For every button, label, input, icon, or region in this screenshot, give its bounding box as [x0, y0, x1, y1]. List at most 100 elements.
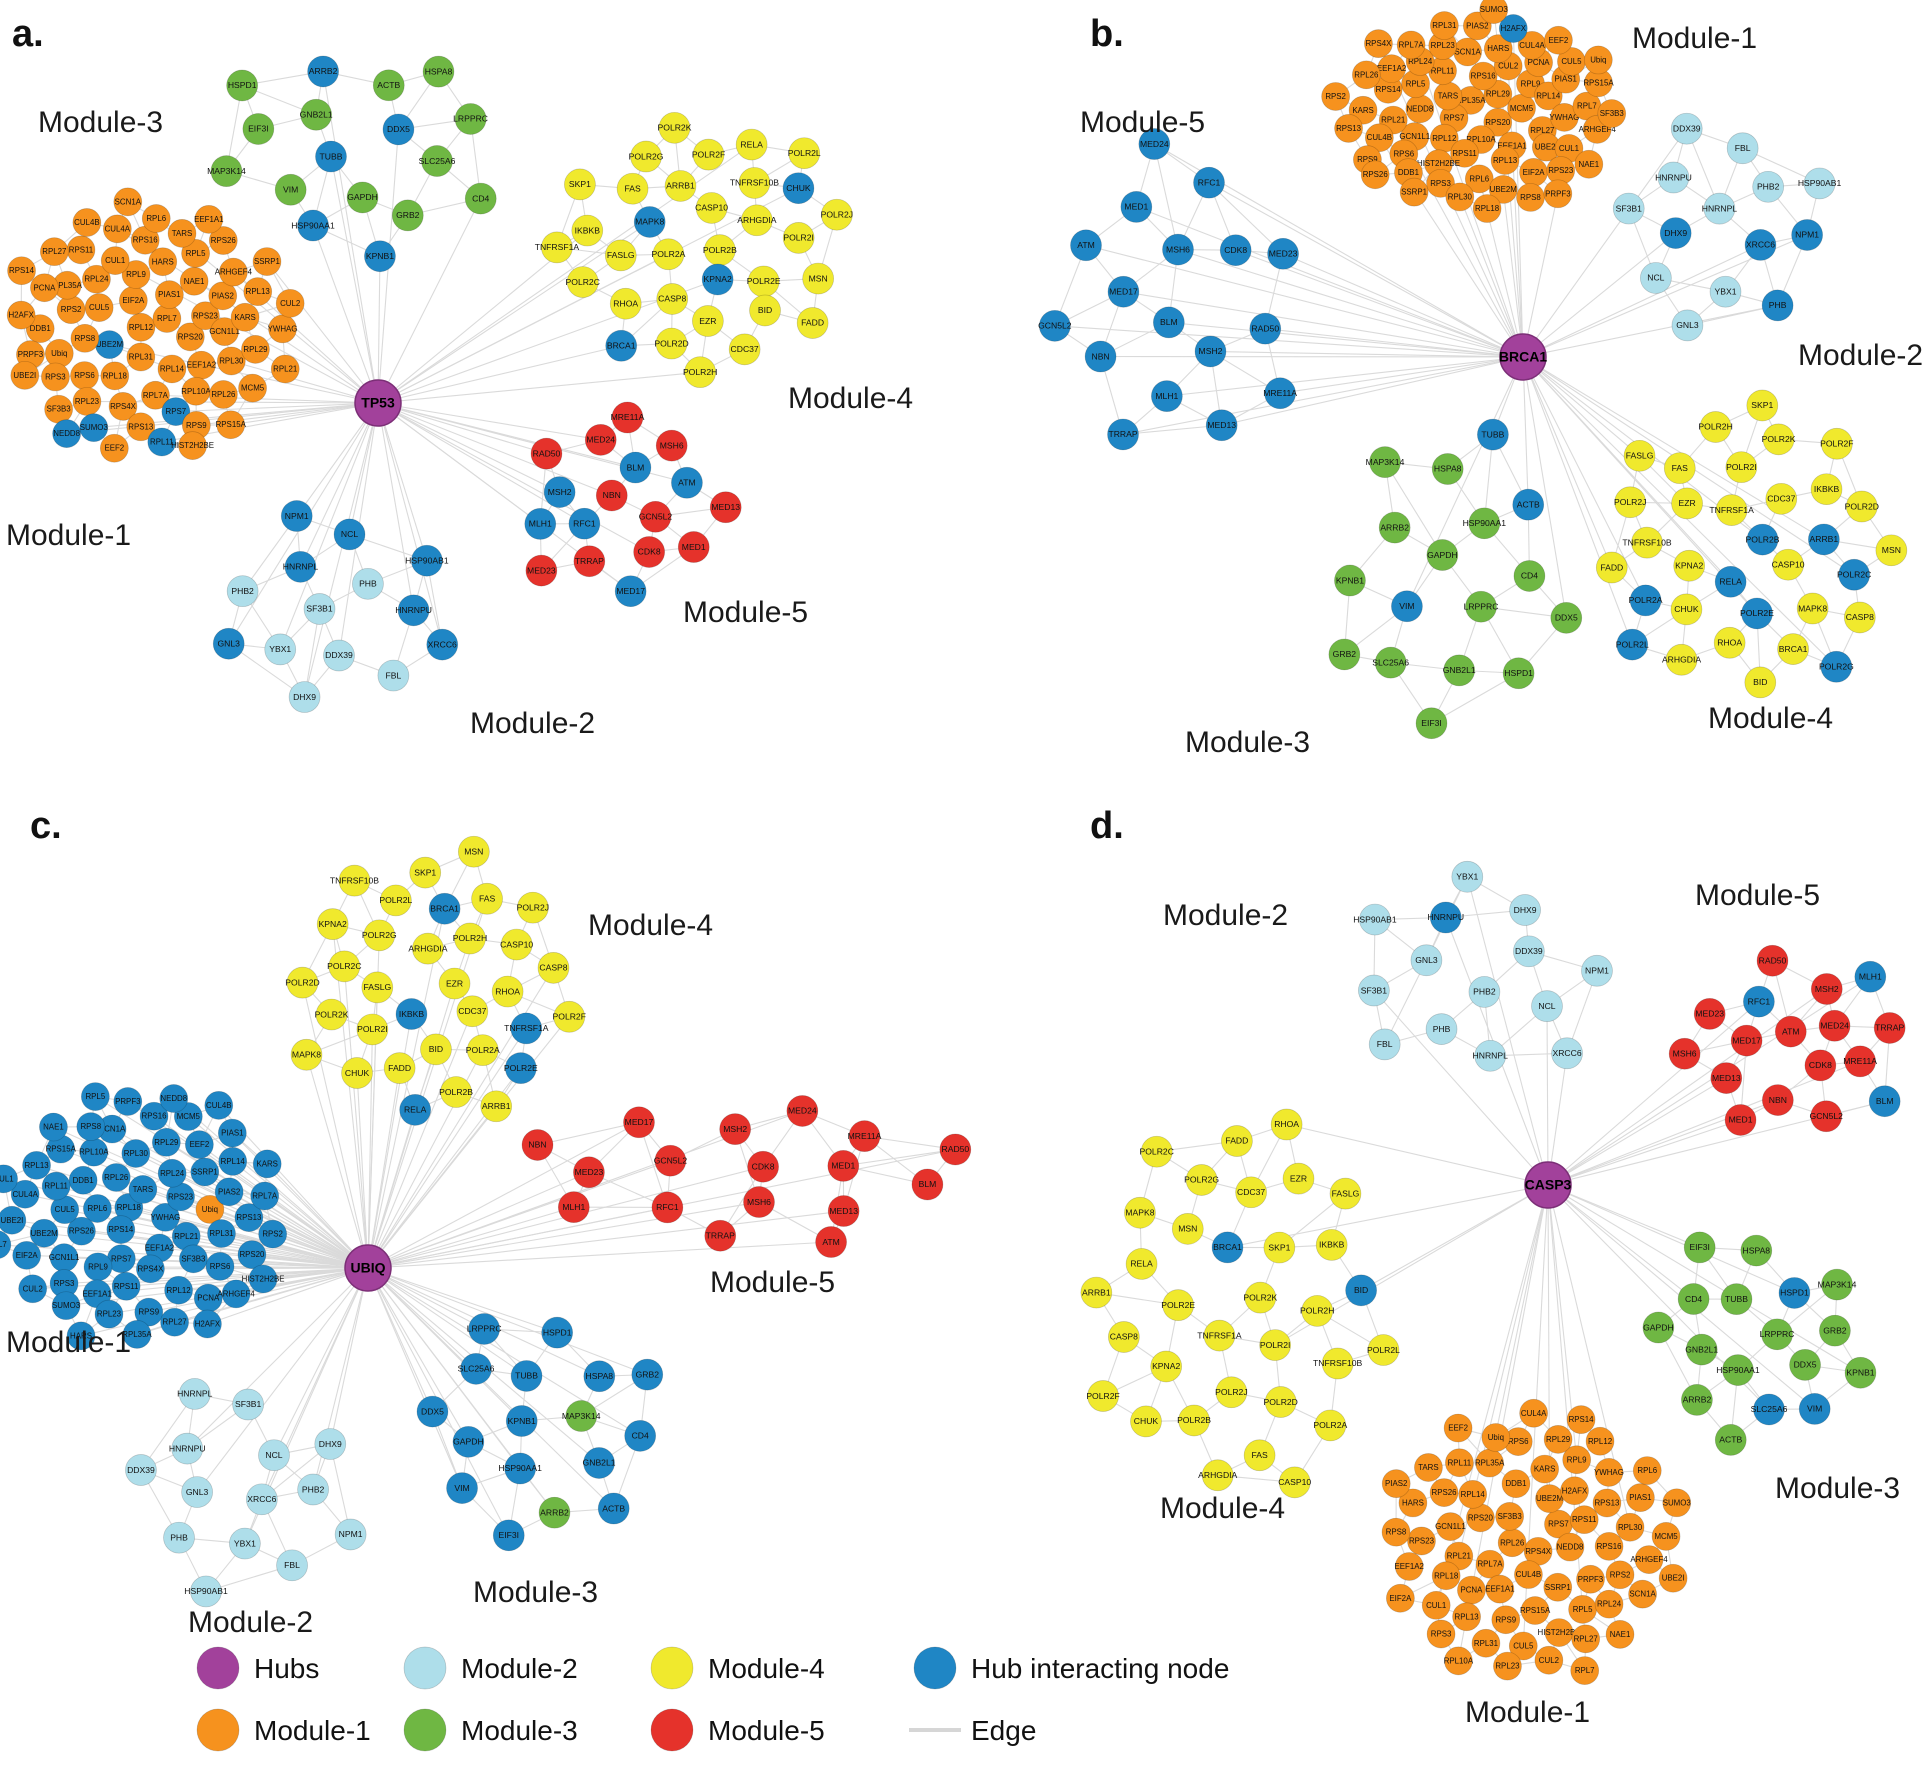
gene-node — [338, 864, 371, 897]
gene-node — [1544, 1618, 1574, 1647]
hub-edge — [114, 260, 379, 404]
gene-node — [1819, 1314, 1851, 1347]
gene-node — [1756, 944, 1789, 977]
gene-node — [446, 1472, 478, 1504]
hub-edge — [175, 402, 379, 413]
hub-edge — [207, 1267, 369, 1325]
gene-node — [1414, 1453, 1443, 1482]
gene-node — [258, 1439, 290, 1472]
gene-node — [126, 312, 156, 342]
gene-node — [1270, 1108, 1303, 1141]
gene-node — [1360, 160, 1390, 190]
gene-node — [504, 1052, 537, 1084]
gene-node — [1193, 166, 1225, 199]
gene-node — [624, 1420, 657, 1452]
hub-edge — [367, 1267, 641, 1437]
gene-node — [796, 307, 829, 339]
hub-edge — [1522, 304, 1778, 358]
gene-node — [633, 536, 666, 568]
gene-node — [1359, 903, 1391, 936]
gene-node — [22, 1150, 51, 1180]
gene-node — [1868, 1085, 1901, 1118]
gene-node — [1211, 1231, 1244, 1264]
gene-node — [1671, 487, 1703, 520]
legend-swatch-m3 — [403, 1708, 447, 1752]
gene-node — [614, 575, 647, 608]
panel-letter-b: b. — [1090, 13, 1124, 55]
gene-node — [70, 323, 100, 353]
gene-node — [704, 234, 736, 266]
gene-node — [684, 356, 717, 389]
gene-node — [1391, 590, 1423, 623]
hub-edge — [367, 1267, 527, 1377]
gene-node — [252, 247, 282, 276]
hub-edge — [1085, 244, 1524, 358]
gene-node — [1512, 488, 1545, 521]
gene-node — [1443, 1413, 1473, 1443]
gene-node — [1810, 1100, 1843, 1133]
gene-node — [280, 500, 313, 532]
gene-node — [738, 167, 771, 199]
gene-node — [1533, 81, 1563, 111]
gene-node — [1152, 306, 1185, 339]
gene-node — [70, 361, 99, 390]
gene-node — [171, 1432, 204, 1465]
hub-edge — [1522, 232, 1677, 358]
gene-node — [274, 173, 307, 206]
module-label: Module-3 — [1775, 1472, 1900, 1505]
gene-node — [1443, 654, 1476, 687]
module-label: Module-4 — [1160, 1492, 1285, 1525]
hub-edge — [367, 1267, 463, 1489]
gene-node — [39, 1112, 68, 1142]
gene-node — [1509, 894, 1541, 926]
gene-node — [208, 226, 238, 255]
gene-node — [83, 1252, 113, 1282]
gene-node — [719, 1113, 752, 1145]
hub-edge — [1547, 1001, 1760, 1186]
gene-node — [1531, 990, 1563, 1022]
hub-edge — [1522, 356, 1647, 601]
hub-edge — [332, 924, 369, 1269]
gene-node — [136, 1254, 165, 1284]
hub-edge — [1547, 1119, 1741, 1186]
text-layer-a: a.Module-3Module-1Module-4Module-5Module… — [6, 13, 913, 740]
gene-node — [1709, 275, 1742, 308]
gene-node — [190, 1157, 220, 1187]
gene-node — [1468, 507, 1501, 540]
gene-node — [1394, 1552, 1424, 1581]
gene-node — [72, 387, 102, 416]
gene-node — [1640, 262, 1672, 294]
gene-node — [341, 1057, 373, 1089]
edge — [140, 1393, 196, 1471]
hub-edge — [1168, 321, 1524, 358]
gene-node — [1744, 229, 1777, 261]
gene-node — [566, 266, 599, 298]
gene-node — [747, 1150, 779, 1183]
gene-node — [1626, 1483, 1655, 1512]
gene-node — [377, 659, 410, 692]
gene-node — [276, 1549, 308, 1582]
gene-node — [1429, 1478, 1459, 1507]
hub-edge — [1122, 356, 1524, 435]
gene-node — [571, 214, 604, 247]
gene-node — [611, 401, 644, 434]
gene-node — [1490, 146, 1520, 175]
hub-edge — [1547, 976, 1871, 1186]
gene-node — [1468, 61, 1498, 91]
gene-node — [1477, 418, 1509, 451]
gene-node — [157, 354, 187, 384]
gene-node — [126, 412, 156, 442]
gene-node — [1445, 1448, 1474, 1478]
hub-edge — [1547, 1184, 1694, 1300]
hub-edge — [377, 402, 547, 455]
gene-node — [66, 1321, 96, 1351]
gene-node — [1544, 25, 1573, 55]
gene-node — [268, 314, 297, 344]
gene-node — [1520, 1596, 1550, 1625]
gene-node — [1560, 1476, 1589, 1506]
hub-edge — [367, 1028, 527, 1269]
legend-label: Hubs — [254, 1653, 319, 1684]
gene-node — [1451, 860, 1484, 893]
gene-node — [1820, 650, 1853, 683]
